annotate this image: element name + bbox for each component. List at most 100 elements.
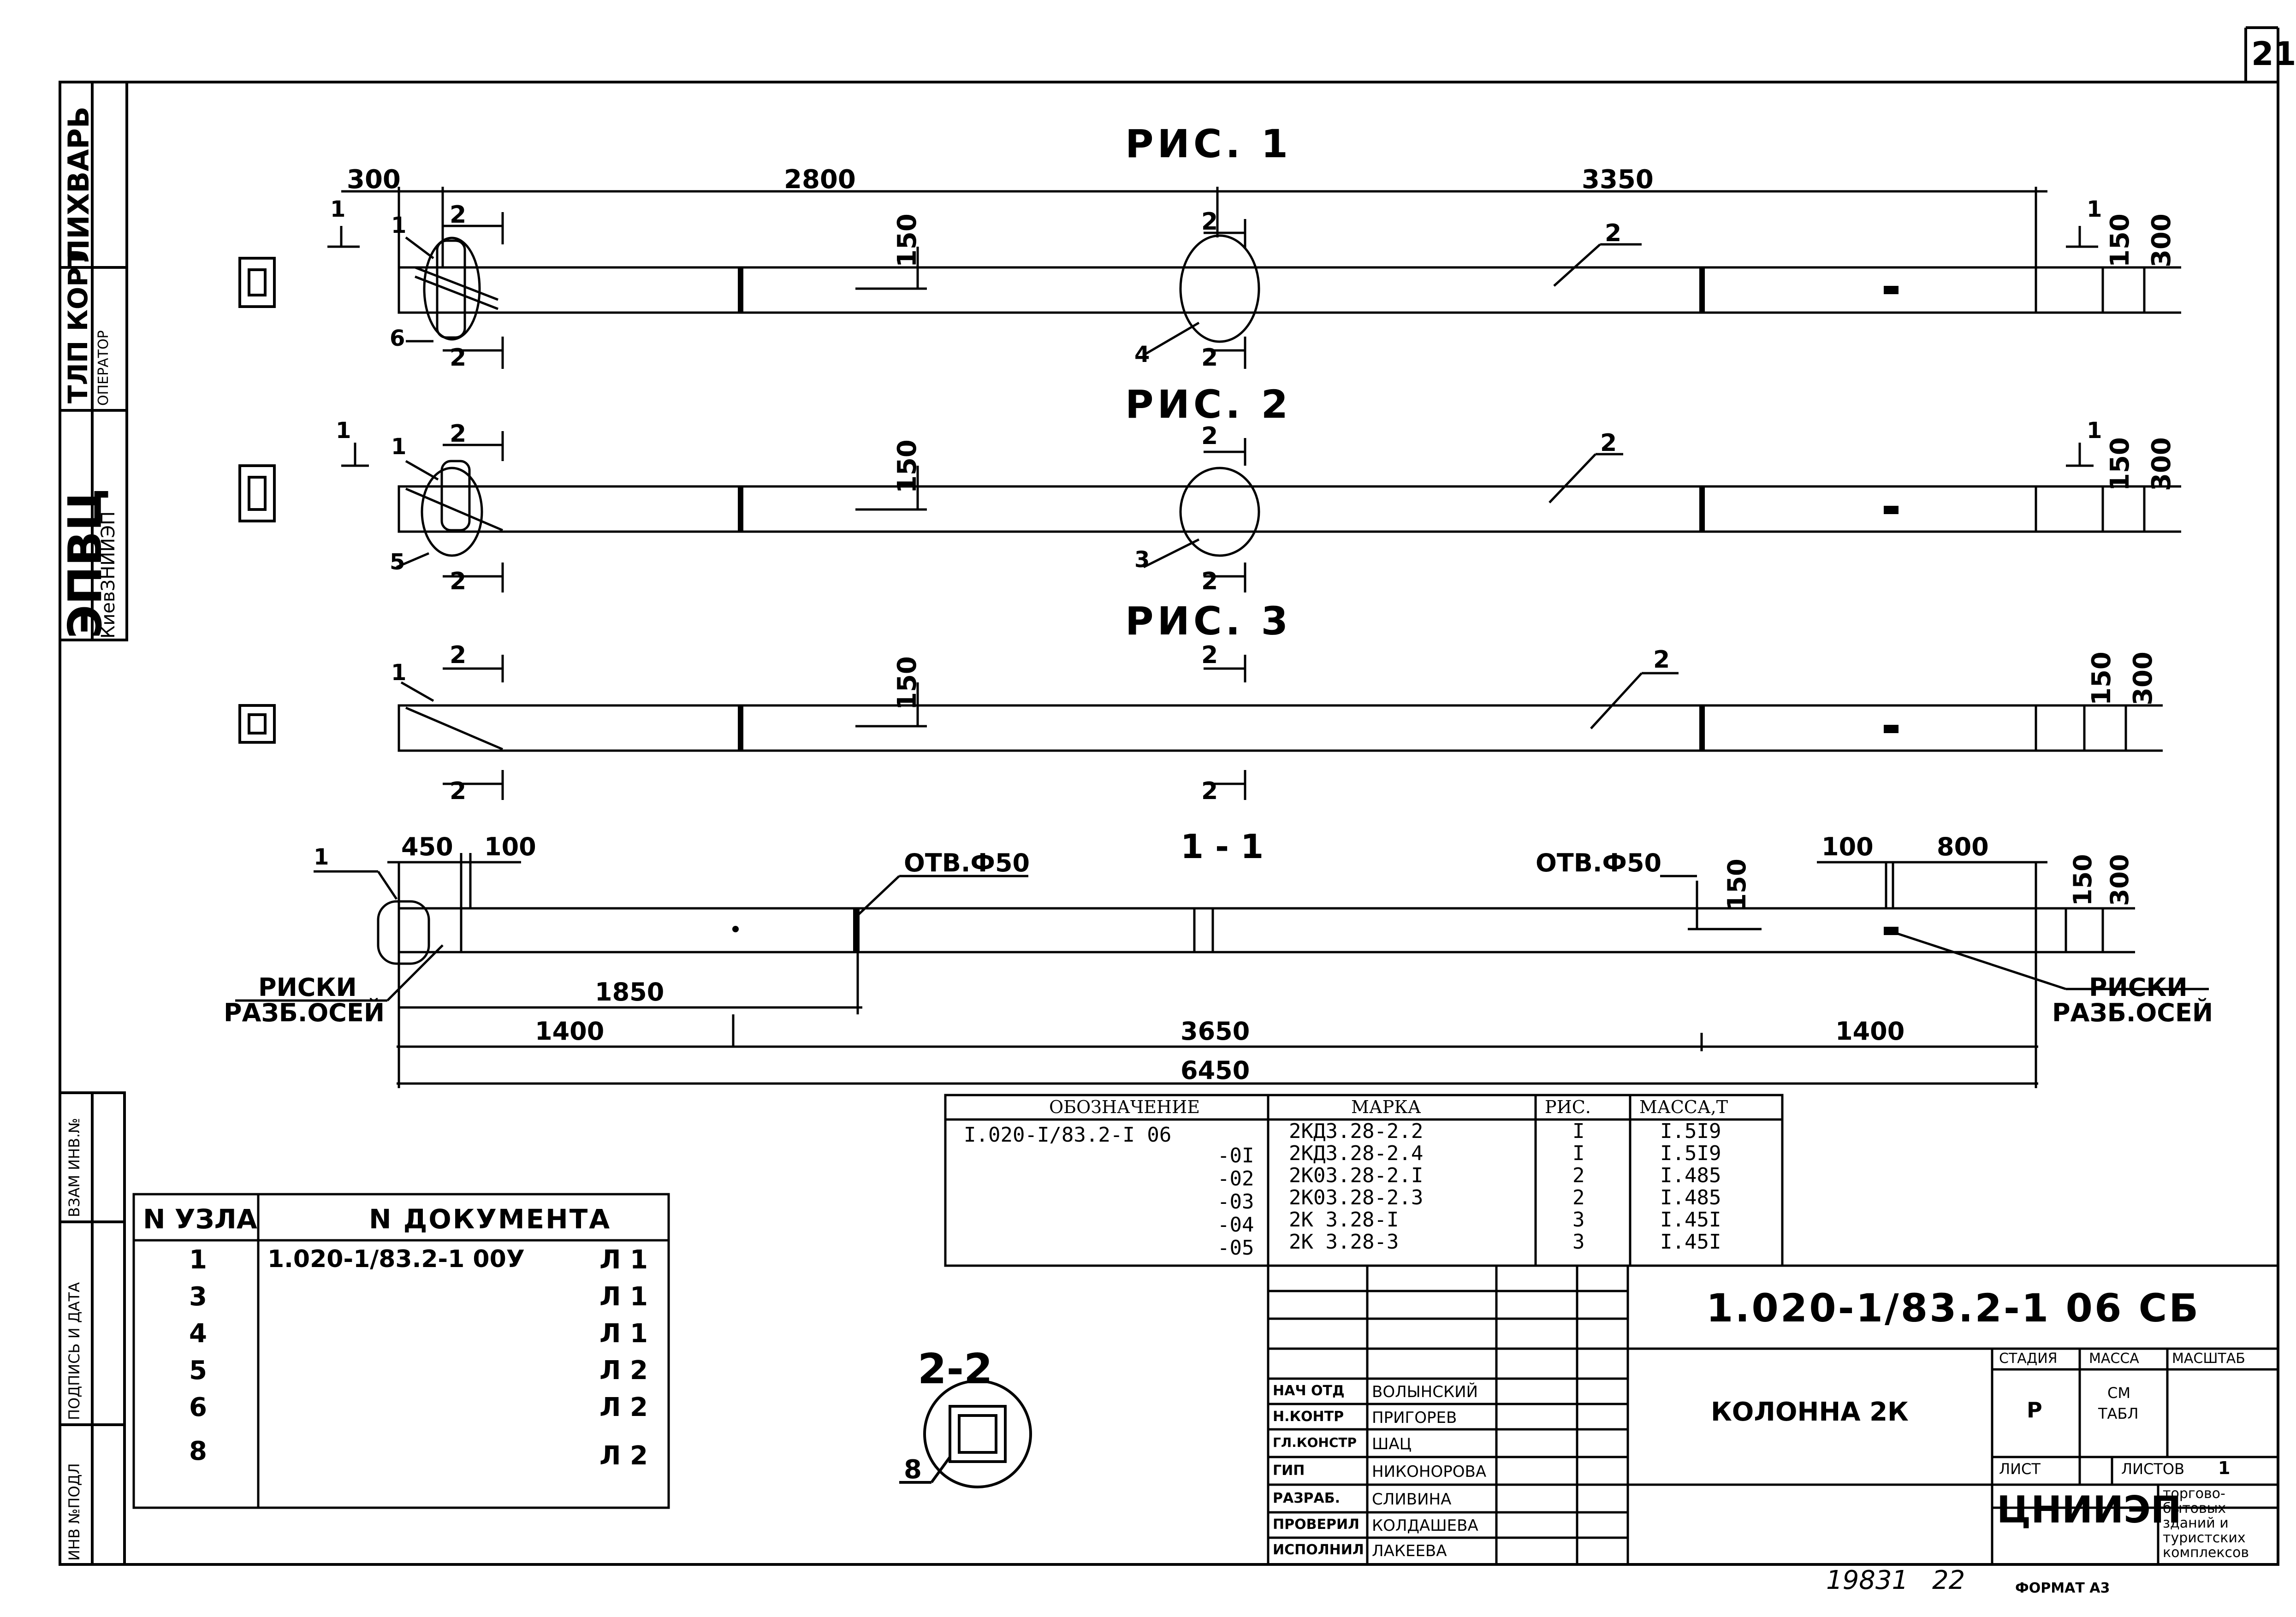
callout-5-fig2: 5 [390,549,405,575]
cut-mark-2-mid-top-fig3: 2 [1201,641,1218,669]
stamp-date-label: ПОДПИСЬ И ДАТА [65,1282,83,1420]
section-22-callout: 8 [904,1455,922,1485]
scale-label: МАСШТАБ [2172,1350,2245,1367]
dim-800: 800 [1937,832,1989,861]
org-name: ЦНИИЭП [1997,1488,2182,1531]
cut-mark-2-mid-bottom-fig2: 2 [1201,568,1218,595]
dim-300-right-fig2: 300 [2147,437,2177,491]
sheet-number: 21 [2251,35,2296,73]
marks-row1-fig: I [1572,1119,1585,1143]
marks-row1-designation: I.020-I/83.2-I 06 [964,1123,1172,1147]
section-22-glyph [899,1380,1032,1488]
mass-label: МАССА [2089,1350,2139,1367]
sheet-label: ЛИСТ [1999,1460,2041,1478]
dim-150-fig2: 150 [892,439,922,493]
sheets-label: ЛИСТОВ [2121,1460,2185,1478]
fig3-title: РИС. 3 [1125,598,1292,644]
callout-4-fig1: 4 [1134,342,1150,367]
column-fig2 [397,485,2037,533]
marks-header-designation: ОБОЗНАЧЕНИЕ [1049,1097,1200,1117]
stage-value: Р [2027,1398,2042,1422]
marks-row5-mass: I.45I [1660,1208,1721,1232]
callout-1-section: 1 [314,844,329,870]
marks-row6-mark: 2К 3.28-3 [1289,1230,1399,1254]
org-desc-1: торгово- [2163,1486,2225,1502]
stage-label: СТАДИЯ [1999,1350,2058,1367]
signer-role-7: ИСПОЛНИЛ [1273,1542,1364,1558]
cut-mark-2-mid-top-fig1: 2 [1201,208,1218,236]
mass-value-line1: СМ [2107,1384,2130,1402]
org-desc-5: комплексов [2163,1545,2249,1561]
callout-2-fig2: 2 [1600,429,1617,457]
node-row6-sheet: Л 2 [599,1441,648,1471]
dim-300-right-fig3: 300 [2128,652,2158,705]
dim-1400-right: 1400 [1835,1017,1905,1046]
drawing-code: 1.020-1/83.2-1 06 СБ [1706,1285,2201,1331]
sheets-value: 1 [2218,1458,2231,1478]
node-row5-sheet: Л 2 [599,1392,648,1422]
cut-mark-2-bottom-fig3: 2 [450,777,467,805]
dim-6450: 6450 [1181,1056,1250,1085]
callout-1-fig2: 1 [391,434,407,460]
dim-150-right-fig1: 150 [2105,213,2135,267]
dim-1400-left: 1400 [535,1017,605,1046]
footer-number: 19831 [1826,1565,1909,1595]
fig2-title: РИС. 2 [1125,382,1292,427]
node-row1-sheet: Л 1 [599,1245,648,1275]
callout-3-fig2: 3 [1134,547,1150,573]
dim-150-right-fig3: 150 [2087,652,2117,705]
cut-mark-2-top-fig2: 2 [450,420,467,448]
column-fig1 [397,266,2037,314]
marks-row2-fig: I [1572,1142,1585,1165]
callout-2-fig1: 2 [1605,219,1622,247]
dim-300-right-fig1: 300 [2147,213,2177,267]
dim-100-right: 100 [1821,832,1874,861]
marks-left-line2: РАЗБ.ОСЕЙ [224,998,385,1027]
hole-label-left: ОТВ.Ф50 [904,848,1030,877]
marks-row1-mark: 2КД3.28-2.2 [1289,1119,1424,1143]
signer-name-2: ПРИГОРЕВ [1372,1409,1457,1427]
signer-role-1: НАЧ ОТД [1273,1383,1345,1399]
marks-row2-mark: 2КД3.28-2.4 [1289,1142,1424,1165]
signer-name-1: ВОЛЫНСКИЙ [1372,1383,1478,1401]
sheet-frame [59,81,2279,1566]
node-row6: 8 [189,1436,207,1466]
cut-mark-2-mid-top-fig2: 2 [1201,422,1218,450]
cut-mark-2-bottom-fig2: 2 [450,568,467,595]
drawing-name: КОЛОННА 2К [1711,1397,1909,1427]
callout-1-fig3: 1 [391,660,407,686]
signer-name-7: ЛАКЕЕВА [1372,1542,1447,1560]
signer-name-5: СЛИВИНА [1372,1490,1452,1509]
marks-header-mass: МАССА,Т [1639,1097,1728,1117]
nodes-header-document: N ДОКУМЕНТА [369,1203,611,1235]
cut-mark-2-top-fig1: 2 [450,201,467,229]
node-row5: 6 [189,1392,207,1422]
node-row2-sheet: Л 1 [599,1282,648,1312]
org-desc-3: зданий и [2163,1515,2229,1531]
signer-role-3: ГЛ.КОНСТР [1273,1435,1357,1450]
section-mark-1-left-fig2: 1 [336,418,351,444]
dim-300-right-section: 300 [2105,854,2134,906]
cut-mark-2-bottom-fig1: 2 [450,344,467,372]
nodes-header-node: N УЗЛА [143,1203,257,1235]
cut-mark-2-top-fig3: 2 [450,641,467,669]
signer-role-4: ГИП [1273,1463,1305,1479]
marks-row6-designation: -05 [1217,1236,1254,1260]
node-row2: 3 [189,1282,207,1312]
marks-row1-mass: I.5I9 [1660,1119,1721,1143]
marks-row4-fig: 2 [1572,1186,1585,1209]
marks-row3-fig: 2 [1572,1164,1585,1187]
marks-row4-mass: I.485 [1660,1186,1721,1209]
callout-1-fig1: 1 [391,213,407,238]
dim-150-right-fig2: 150 [2105,437,2135,491]
dim-2800: 2800 [784,165,856,195]
dim-450: 450 [401,832,453,861]
stamp-org-small: КиевЗНИИЭП [98,511,119,639]
marks-left-line1: РИСКИ [258,973,357,1002]
marks-row4-designation: -03 [1217,1190,1254,1214]
marks-row5-mark: 2К 3.28-I [1289,1208,1399,1232]
org-desc-2: бытовых [2163,1500,2226,1516]
marks-header-mark: МАРКА [1351,1097,1421,1117]
signer-role-2: Н.КОНТР [1273,1409,1344,1425]
